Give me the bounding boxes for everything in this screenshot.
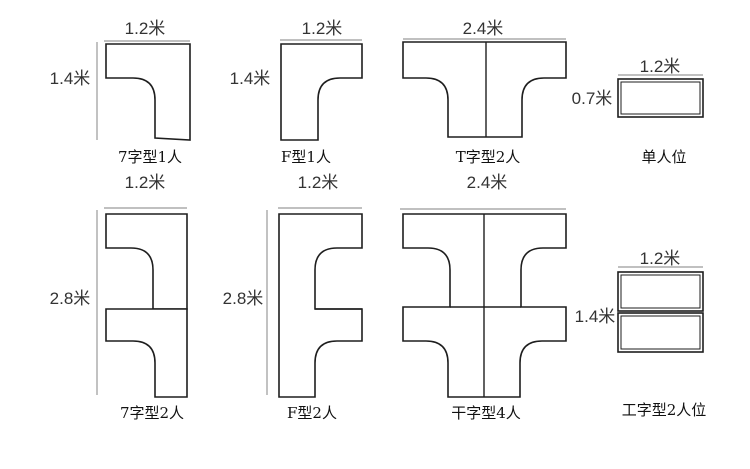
width-dimension: 2.4米 (463, 19, 504, 38)
layout-label: F型2人 (287, 404, 337, 422)
desk-7-shape-lower (105, 308, 188, 398)
desk-7-shape (105, 43, 191, 141)
depth-dimension: 2.8米 (223, 289, 264, 308)
desk-7-shape-upper (105, 213, 188, 310)
layout-f-shape-2-person: 1.2米 2.8米 F型2人 (223, 173, 363, 422)
width-dimension: 1.2米 (298, 173, 339, 192)
width-dimension: 1.2米 (640, 57, 681, 76)
layout-t-shape-2-person: 2.4米 T字型2人 (402, 19, 567, 166)
depth-dimension: 0.7米 (572, 89, 613, 108)
layout-7-shape-1-person: 1.2米 1.4米 7字型1人 (50, 19, 191, 166)
desk-rectangle-inner-edge (620, 81, 701, 115)
depth-dimension: 2.8米 (50, 289, 91, 308)
desk-t-shape (402, 41, 567, 138)
layout-label: 干字型4人 (451, 404, 521, 422)
width-dimension: 1.2米 (302, 19, 343, 38)
width-dimension: 2.4米 (467, 173, 508, 192)
layout-label: 单人位 (641, 148, 686, 166)
layout-f-shape-1-person: 1.2米 1.4米 F型1人 (230, 19, 363, 166)
width-dimension: 1.2米 (125, 173, 166, 192)
desk-f-shape (280, 43, 363, 141)
layout-gong-shape-2-seat: 1.2米 1.4米 工字型2人位 (575, 249, 707, 419)
desk-rectangle-lower-inner-edge (620, 315, 701, 350)
layout-label: F型1人 (281, 148, 331, 166)
layout-single-seat: 1.2米 0.7米 单人位 (572, 57, 704, 166)
desk-f-shape (278, 213, 363, 398)
layout-label: 工字型2人位 (622, 401, 707, 419)
depth-dimension: 1.4米 (50, 69, 91, 88)
layout-label: T字型2人 (456, 148, 521, 166)
width-dimension: 1.2米 (640, 249, 681, 268)
depth-dimension: 1.4米 (230, 69, 271, 88)
layout-7-shape-2-person: 1.2米 2.8米 7字型2人 (50, 173, 188, 422)
depth-dimension: 1.4米 (575, 307, 616, 326)
layout-gan-shape-4-person: 2.4米 干字型4人 (400, 173, 567, 422)
desk-rectangle-upper-inner-edge (620, 274, 701, 309)
layout-label: 7字型2人 (120, 404, 184, 422)
width-dimension: 1.2米 (125, 19, 166, 38)
layout-label: 7字型1人 (118, 148, 182, 166)
